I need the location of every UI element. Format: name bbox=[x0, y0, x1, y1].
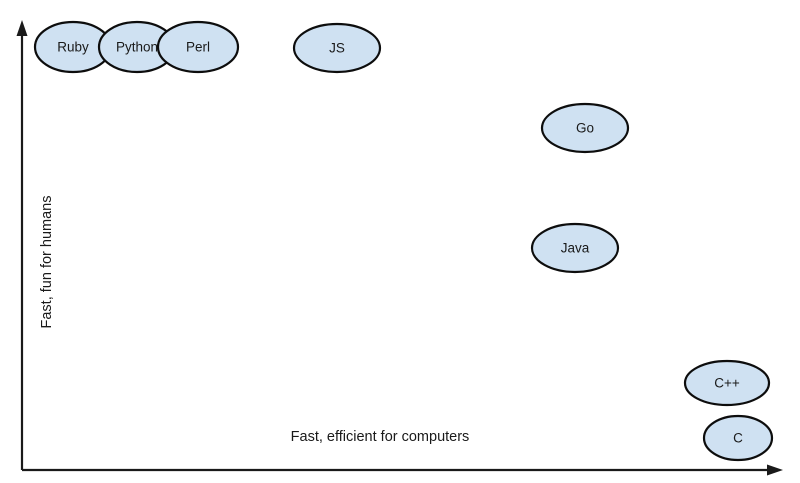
bubble-ellipse-cpp[interactable] bbox=[683, 359, 771, 407]
bubble-ellipse-c[interactable] bbox=[702, 414, 774, 462]
bubble-label-perl: Perl bbox=[186, 40, 210, 55]
data-point-perl[interactable]: Perl bbox=[156, 20, 240, 74]
data-point-python[interactable]: Python bbox=[97, 20, 177, 74]
bubble-label-c: C bbox=[733, 431, 743, 446]
data-point-go[interactable]: Go bbox=[540, 102, 630, 154]
bubble-label-go: Go bbox=[576, 121, 594, 136]
bubble-label-python: Python bbox=[116, 40, 158, 55]
axes-group bbox=[16, 20, 783, 476]
bubble-label-js: JS bbox=[329, 41, 345, 56]
bubble-ellipse-js[interactable] bbox=[292, 22, 382, 74]
bubble-ellipse-go[interactable] bbox=[540, 102, 630, 154]
data-point-c[interactable]: C bbox=[702, 414, 774, 462]
bubble-label-ruby: Ruby bbox=[57, 40, 89, 55]
y-axis-arrowhead-icon bbox=[16, 20, 28, 36]
bubble-ellipse-java[interactable] bbox=[530, 222, 620, 274]
y-axis-label: Fast, fun for humans bbox=[39, 196, 55, 329]
x-axis-arrowhead-icon bbox=[767, 464, 783, 476]
data-point-cpp[interactable]: C++ bbox=[683, 359, 771, 407]
bubble-ellipse-perl[interactable] bbox=[156, 20, 240, 74]
x-axis-label: Fast, efficient for computers bbox=[291, 429, 470, 445]
data-point-ruby[interactable]: Ruby bbox=[33, 20, 113, 74]
data-point-js[interactable]: JS bbox=[292, 22, 382, 74]
bubble-label-cpp: C++ bbox=[714, 376, 740, 391]
data-point-java[interactable]: Java bbox=[530, 222, 620, 274]
bubble-label-java: Java bbox=[561, 241, 590, 256]
